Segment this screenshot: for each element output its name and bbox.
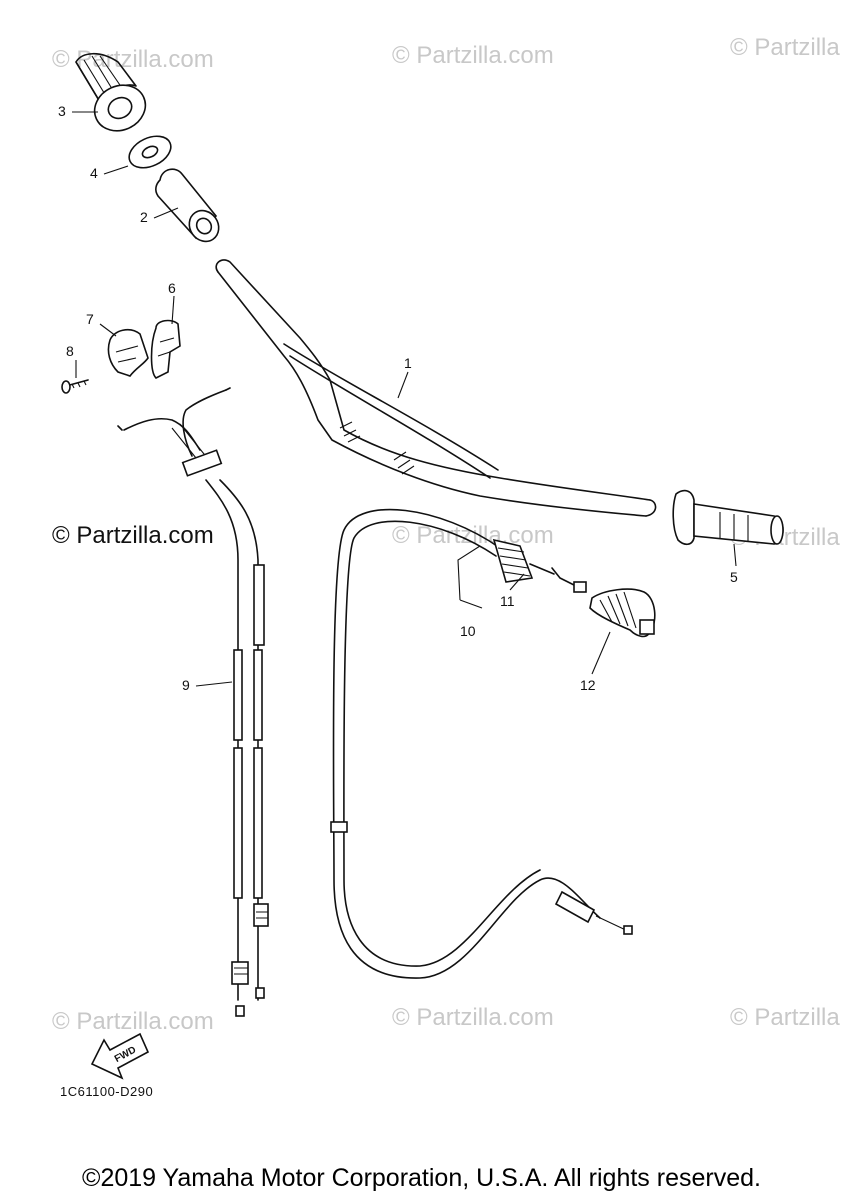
callout-1: 1: [404, 355, 412, 371]
part-4-washer[interactable]: [124, 130, 176, 174]
part-12-lever-boot[interactable]: [589, 588, 656, 638]
callout-6: 6: [168, 280, 176, 296]
part-2-throttle-tube[interactable]: [155, 168, 225, 247]
part-11-cable-boot[interactable]: [492, 538, 587, 593]
watermark-top-right: © Partzilla: [730, 34, 840, 61]
part-3-grip-cap[interactable]: [75, 52, 153, 139]
callout-9: 9: [182, 677, 190, 693]
leader-lines: [72, 111, 737, 687]
diagram-code: 1C61100-D290: [60, 1084, 154, 1099]
part-9-throttle-cable[interactable]: [117, 387, 269, 1017]
callout-5: 5: [730, 569, 738, 585]
fwd-arrow: FWD: [90, 1032, 150, 1080]
callout-4: 4: [90, 165, 98, 181]
watermark-bottom-left: © Partzilla.com: [52, 1008, 214, 1035]
callout-8: 8: [66, 343, 74, 359]
part-10-clutch-cable[interactable]: [330, 508, 633, 979]
part-1-handlebar[interactable]: [215, 259, 657, 517]
part-6-holder[interactable]: [150, 319, 181, 379]
watermark-top-center: © Partzilla.com: [392, 42, 554, 69]
watermark-bottom-center: © Partzilla.com: [392, 1004, 554, 1031]
watermark-mid-left: © Partzilla.com: [52, 522, 214, 549]
callout-10: 10: [460, 623, 476, 639]
callout-2: 2: [140, 209, 148, 225]
watermark-bottom-right: © Partzilla: [730, 1004, 840, 1031]
callout-12: 12: [580, 677, 596, 693]
callout-7: 7: [86, 311, 94, 327]
callout-11: 11: [500, 593, 515, 609]
callout-3: 3: [58, 103, 66, 119]
copyright-notice: ©2019 Yamaha Motor Corporation, U.S.A. A…: [82, 1164, 761, 1192]
part-8-screw[interactable]: [61, 379, 89, 394]
part-7-holder[interactable]: [107, 328, 149, 377]
part-5-left-grip[interactable]: [672, 489, 784, 546]
watermark-mid-center: © Partzilla.com: [392, 522, 554, 549]
